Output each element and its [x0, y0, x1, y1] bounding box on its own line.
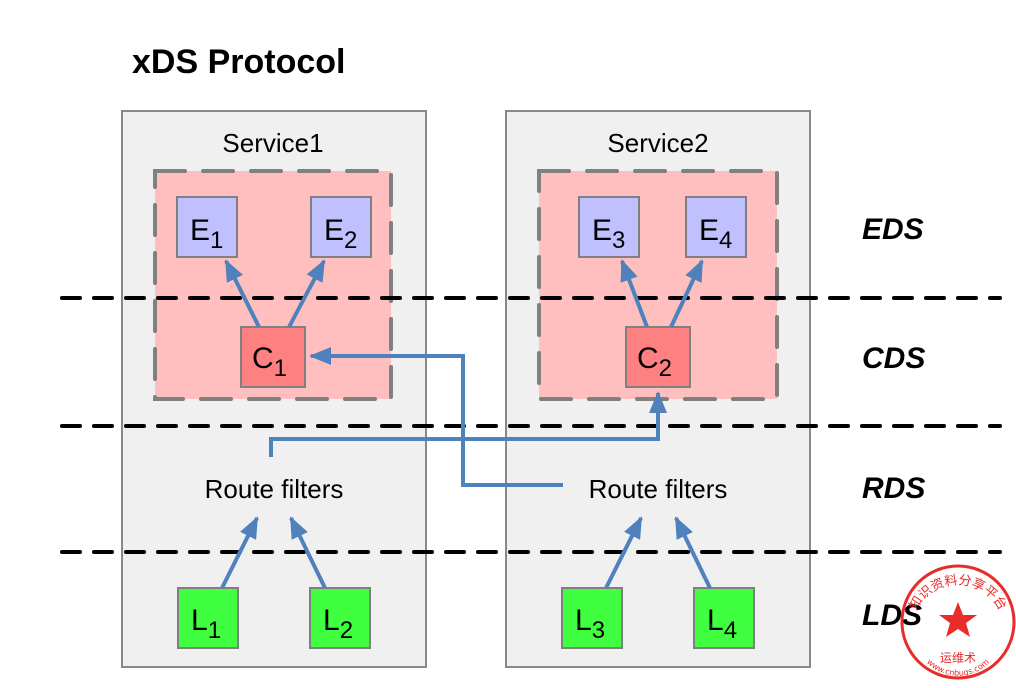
svg-text:L1: L1 — [191, 604, 221, 644]
node-letter: C — [637, 342, 659, 375]
arrow-c1-e1 — [224, 259, 261, 328]
node-subscript: 1 — [210, 227, 223, 254]
stamp-center-text: 运维术 — [940, 651, 976, 665]
service1-label: Service1 — [222, 128, 323, 158]
arrow-l2-routefilters1 — [289, 516, 327, 589]
diagram-title: xDS Protocol — [132, 43, 345, 81]
layer-label-eds: EDS — [862, 213, 924, 246]
node-subscript: 2 — [659, 355, 672, 382]
node-letter: L — [323, 604, 340, 637]
node-subscript: 2 — [344, 227, 357, 254]
svg-text:C1: C1 — [252, 342, 287, 382]
svg-text:L4: L4 — [707, 604, 737, 644]
svg-text:C2: C2 — [637, 342, 672, 382]
node-letter: E — [190, 214, 210, 247]
svg-text:E4: E4 — [699, 214, 732, 254]
arrow-c2-e4 — [669, 259, 704, 328]
endpoint-e2: E2 — [310, 196, 372, 258]
cluster-c1: C1 — [240, 326, 306, 388]
svg-text:E2: E2 — [324, 214, 357, 254]
node-letter: E — [324, 214, 344, 247]
arrow-routefilters2-c1 — [309, 347, 563, 487]
node-subscript: 1 — [274, 355, 287, 382]
svg-text:E1: E1 — [190, 214, 223, 254]
service1-route-filters: Route filters — [205, 474, 344, 504]
node-subscript: 3 — [592, 617, 605, 644]
arrow-c2-e3 — [620, 259, 649, 328]
node-letter: E — [699, 214, 719, 247]
node-subscript: 4 — [724, 617, 737, 644]
layer-label-lds: LDS — [862, 599, 922, 632]
listener-l2: L2 — [309, 587, 371, 649]
node-subscript: 1 — [208, 617, 221, 644]
star-icon — [939, 602, 977, 637]
listener-l4: L4 — [693, 587, 755, 649]
listener-l1: L1 — [177, 587, 239, 649]
endpoint-e4: E4 — [685, 196, 747, 258]
node-letter: L — [191, 604, 208, 637]
svg-text:E3: E3 — [592, 214, 625, 254]
node-letter: E — [592, 214, 612, 247]
listener-l3: L3 — [561, 587, 623, 649]
layer-label-cds: CDS — [862, 342, 925, 375]
endpoint-e3: E3 — [578, 196, 640, 258]
service2-route-filters: Route filters — [589, 474, 728, 504]
arrow-l4-routefilters2 — [674, 516, 712, 589]
node-letter: C — [252, 342, 274, 375]
arrow-c1-e2 — [287, 259, 326, 328]
layer-label-rds: RDS — [862, 472, 925, 505]
node-subscript: 2 — [340, 617, 353, 644]
svg-text:L3: L3 — [575, 604, 605, 644]
node-letter: L — [707, 604, 724, 637]
arrow-l3-routefilters2 — [604, 516, 643, 589]
node-letter: L — [575, 604, 592, 637]
endpoint-e1: E1 — [176, 196, 238, 258]
arrow-l1-routefilters1 — [220, 516, 259, 589]
node-subscript: 4 — [719, 227, 732, 254]
service2-label: Service2 — [607, 128, 708, 158]
svg-text:L2: L2 — [323, 604, 353, 644]
cluster-c2: C2 — [625, 326, 691, 388]
node-subscript: 3 — [612, 227, 625, 254]
